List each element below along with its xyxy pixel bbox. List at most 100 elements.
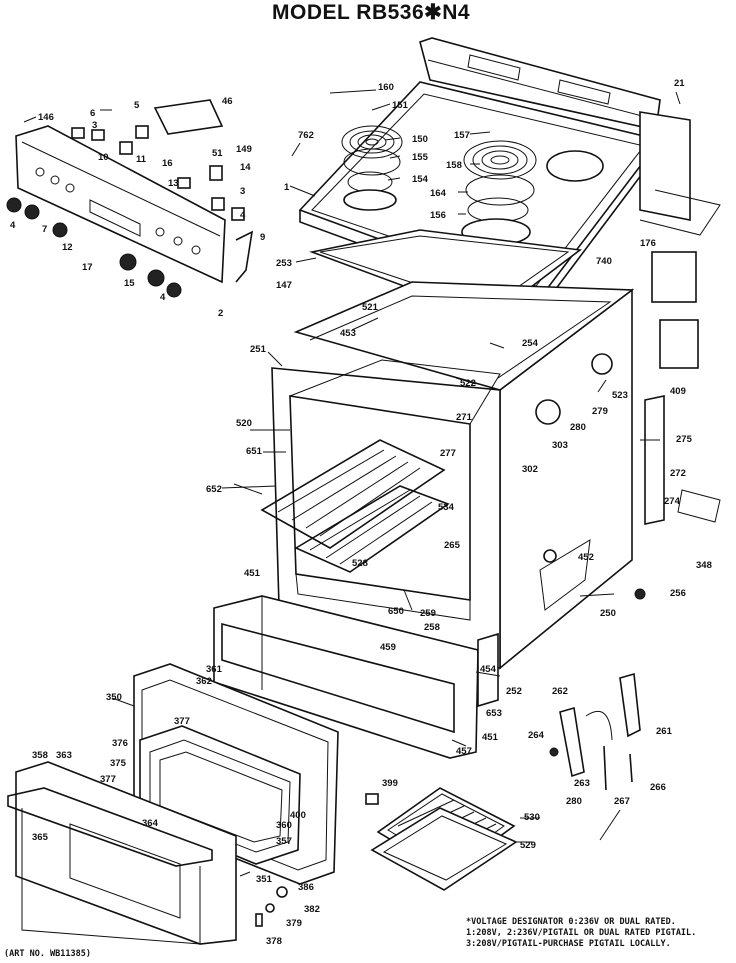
label-274: 274: [664, 496, 681, 507]
label-451a: 451: [244, 568, 261, 579]
label-452: 452: [578, 552, 594, 563]
label-259: 259: [420, 608, 436, 619]
terminal-block: [659, 319, 699, 369]
label-14: 14: [240, 162, 251, 173]
label-277: 277: [440, 448, 456, 459]
label-263: 263: [574, 778, 590, 789]
label-250: 250: [600, 608, 616, 619]
art-number: (ART NO. WB11385): [4, 949, 91, 959]
label-357: 357: [276, 836, 292, 847]
label-10: 10: [98, 152, 109, 163]
label-521: 521: [362, 302, 379, 313]
label-453: 453: [340, 328, 356, 339]
label-360: 360: [276, 820, 292, 831]
label-264: 264: [528, 730, 545, 741]
label-149: 149: [236, 144, 252, 155]
label-3b: 3: [240, 186, 245, 197]
label-652: 652: [206, 484, 222, 495]
label-386: 386: [298, 882, 314, 893]
oven-door: [7, 663, 339, 945]
label-17: 17: [82, 262, 93, 273]
label-151: 151: [392, 100, 409, 111]
label-272: 272: [670, 468, 686, 479]
label-740: 740: [596, 256, 612, 267]
label-2: 2: [218, 308, 223, 319]
label-522: 522: [460, 378, 476, 389]
label-256: 256: [670, 588, 686, 599]
label-280: 280: [570, 422, 586, 433]
label-650: 650: [388, 606, 404, 617]
label-520: 520: [236, 418, 252, 429]
label-457: 457: [456, 746, 472, 757]
label-7: 7: [42, 224, 47, 235]
label-266: 266: [650, 782, 666, 793]
label-267: 267: [614, 796, 630, 807]
leader-lines: [23, 89, 681, 843]
label-377b: 377: [100, 774, 116, 785]
label-16: 16: [162, 158, 173, 169]
label-12: 12: [62, 242, 73, 253]
label-251: 251: [250, 344, 267, 355]
label-253: 253: [276, 258, 292, 269]
label-382: 382: [304, 904, 320, 915]
label-4b: 4: [240, 210, 246, 221]
label-528: 528: [352, 558, 368, 569]
label-365: 365: [32, 832, 49, 843]
label-164: 164: [430, 188, 447, 199]
label-351: 351: [256, 874, 273, 885]
label-11: 11: [136, 154, 147, 165]
label-147: 147: [276, 280, 292, 291]
label-280b: 280: [566, 796, 582, 807]
label-252: 252: [506, 686, 522, 697]
label-454: 454: [480, 664, 497, 675]
label-158: 158: [446, 160, 462, 171]
label-156: 156: [430, 210, 446, 221]
label-265: 265: [444, 540, 461, 551]
label-4a: 4: [10, 220, 16, 231]
voltage-note: *VOLTAGE DESIGNATOR 0:236V OR DUAL RATED…: [466, 917, 734, 950]
note-line-1: *VOLTAGE DESIGNATOR 0:236V OR DUAL RATED…: [466, 917, 676, 927]
label-261: 261: [656, 726, 673, 737]
label-155: 155: [412, 152, 429, 163]
note-line-3: 3:208V/PIGTAIL-PURCHASE PIGTAIL LOCALLY.: [466, 939, 671, 949]
model-title: MODEL RB536✱N4: [272, 1, 471, 24]
label-350: 350: [106, 692, 122, 703]
storage-drawer: [213, 595, 499, 759]
label-762: 762: [298, 130, 314, 141]
label-362: 362: [196, 676, 212, 687]
label-534: 534: [438, 502, 455, 513]
label-254: 254: [522, 338, 539, 349]
label-46: 46: [222, 96, 233, 107]
label-176: 176: [640, 238, 656, 249]
label-348: 348: [696, 560, 712, 571]
label-154: 154: [412, 174, 429, 185]
part-labels: 146 6 5 3 46 10 11 16 149 51 14 13 3 4 4…: [10, 78, 712, 947]
label-451b: 451: [482, 732, 499, 743]
label-376: 376: [112, 738, 128, 749]
label-15: 15: [124, 278, 135, 289]
label-651: 651: [246, 446, 263, 457]
label-21: 21: [674, 78, 685, 89]
label-375: 375: [110, 758, 127, 769]
label-523: 523: [612, 390, 628, 401]
label-160: 160: [378, 82, 394, 93]
label-459: 459: [380, 642, 396, 653]
label-157: 157: [454, 130, 470, 141]
rear-panel: [651, 251, 697, 303]
label-1: 1: [284, 182, 290, 193]
label-377a: 377: [174, 716, 190, 727]
label-9: 9: [260, 232, 265, 243]
label-409: 409: [670, 386, 686, 397]
label-364: 364: [142, 818, 159, 829]
control-panel: [6, 99, 254, 298]
label-13: 13: [168, 178, 179, 189]
door-hinges: [549, 672, 641, 791]
label-150: 150: [412, 134, 428, 145]
label-378: 378: [266, 936, 282, 947]
label-653: 653: [486, 708, 502, 719]
label-5: 5: [134, 100, 140, 111]
label-275: 275: [676, 434, 693, 445]
label-363: 363: [56, 750, 72, 761]
label-400: 400: [290, 810, 306, 821]
